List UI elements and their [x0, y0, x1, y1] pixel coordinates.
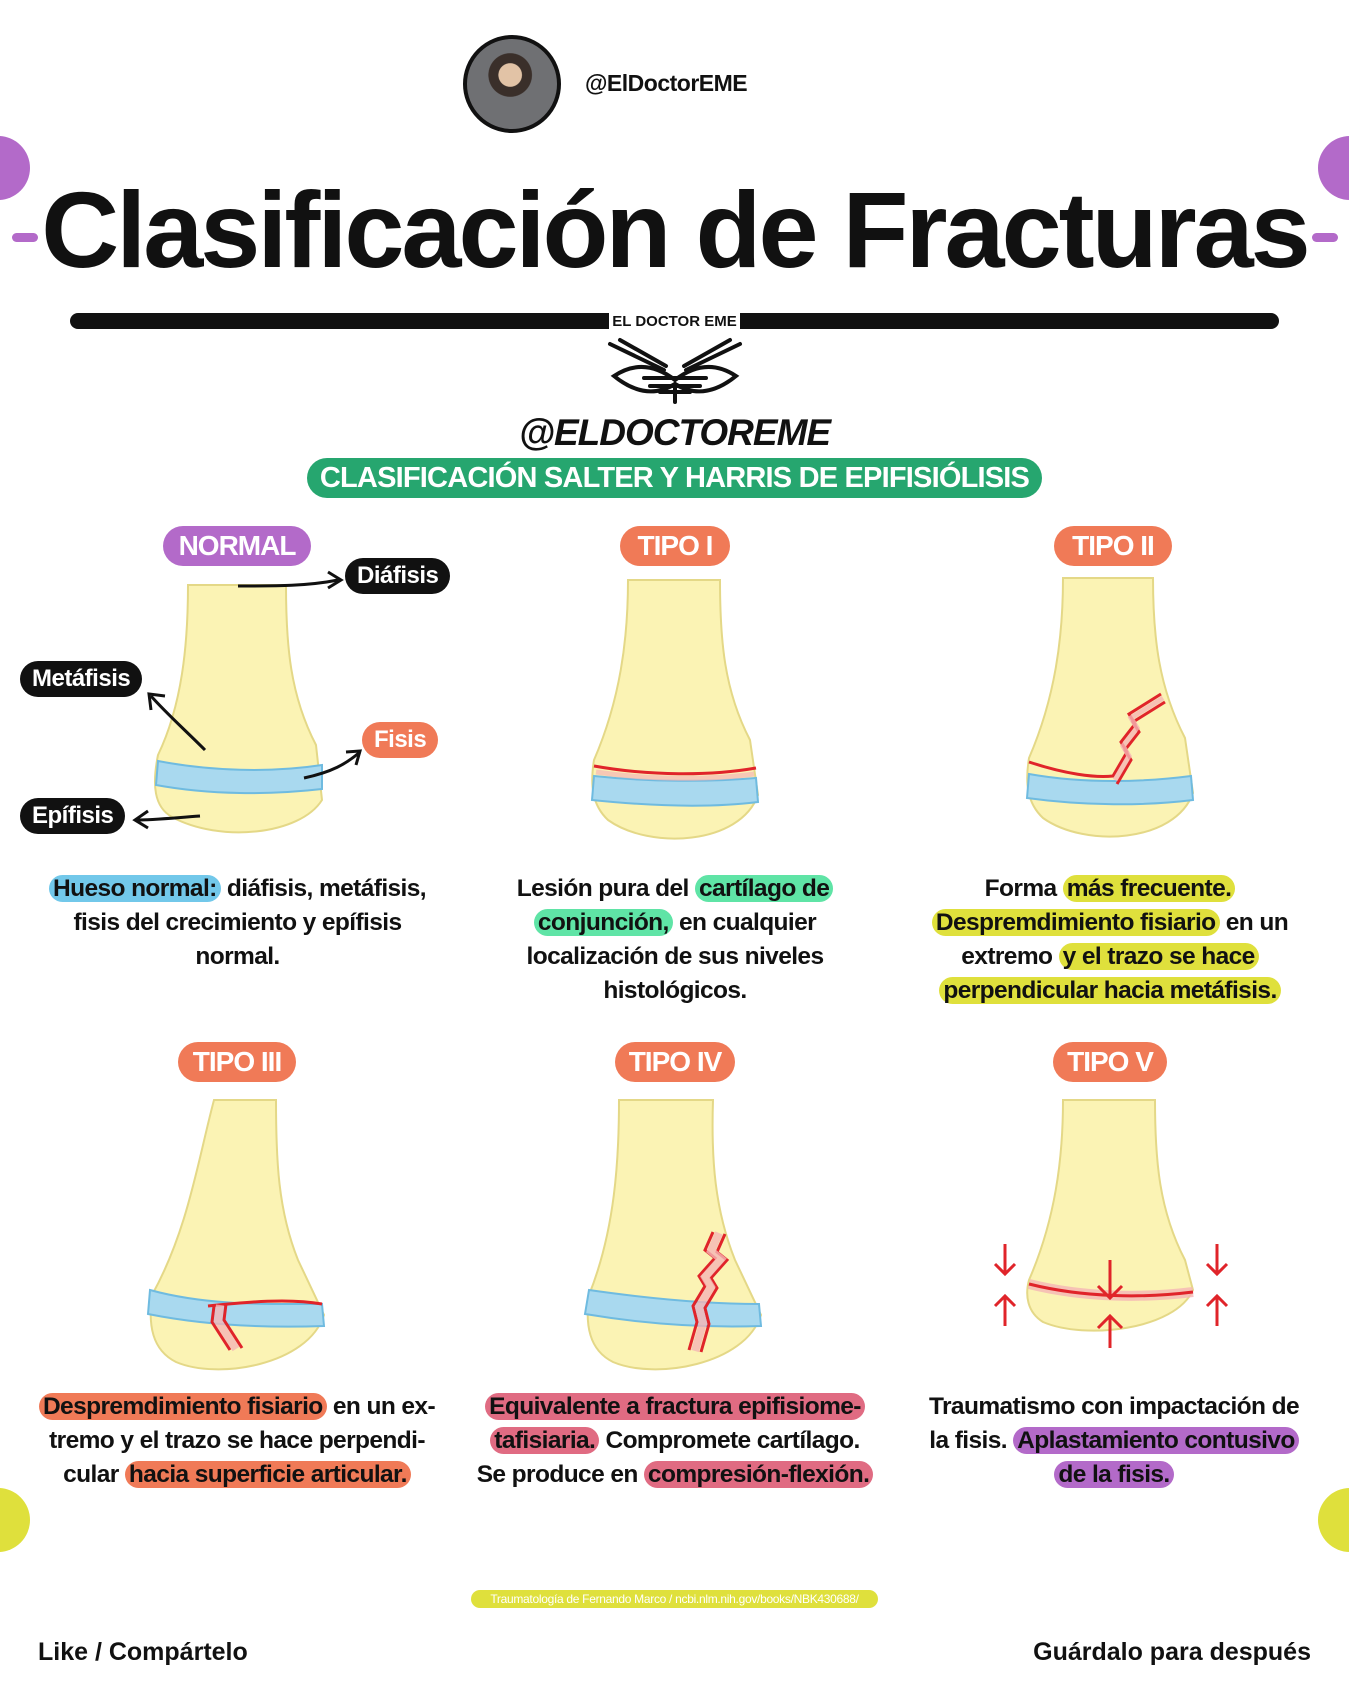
brand-logo-icon [608, 338, 742, 404]
brand-caption: EL DOCTOR EME [0, 313, 1349, 330]
desc-tipo2-t1: Forma [984, 875, 1063, 902]
label-tipo-4: TIPO IV [615, 1042, 735, 1082]
desc-tipo2-t2: en un [1219, 909, 1289, 936]
desc-tipo2-line1: Forma más frecuente. [905, 872, 1315, 906]
desc-normal-t1: diáfisis, metáfisis, [220, 875, 427, 902]
save-later-button[interactable]: Guárdalo para después [1033, 1638, 1311, 1666]
arrow-metafisis-icon [147, 692, 207, 752]
desc-tipo4-t2: Se produce en [476, 1461, 644, 1488]
desc-tipo5-t2: la fisis. [929, 1427, 1014, 1454]
bone-tipo3-illustration [146, 1099, 326, 1371]
desc-normal: Hueso normal: diáfisis, metáfisis, fisis… [30, 872, 445, 974]
label-normal: NORMAL [163, 526, 311, 566]
desc-tipo5-line3: de la fisis. [895, 1458, 1333, 1492]
desc-normal-line1: Hueso normal: diáfisis, metáfisis, [30, 872, 445, 906]
desc-tipo3-line1: Despremdimiento fisiario en un ex- [18, 1390, 456, 1424]
desc-tipo5-line2: la fisis. Aplastamiento contusivo [895, 1424, 1333, 1458]
desc-tipo2-line3: extremo y el trazo se hace [905, 940, 1315, 974]
desc-tipo1-line2: conjunción, en cualquier [470, 906, 880, 940]
desc-tipo4-line2: tafisiaria. Compromete cartílago. [456, 1424, 894, 1458]
desc-normal-line2: fisis del crecimiento y epífisis [73, 909, 402, 936]
desc-tipo2-hl4: perpendicular hacia metáfisis. [939, 977, 1281, 1004]
desc-tipo1-t1: Lesión pura del [516, 875, 695, 902]
desc-tipo3-line3: cular hacia superficie articular. [18, 1458, 456, 1492]
desc-tipo4-line3: Se produce en compresión-flexión. [456, 1458, 894, 1492]
decor-dot-bottom-left [0, 1488, 30, 1552]
desc-tipo1-hl2: conjunción, [533, 909, 673, 936]
desc-tipo3-t3: cular [63, 1461, 125, 1488]
desc-tipo4-hl1: Equivalente a fractura epifisiome- [485, 1393, 865, 1420]
desc-tipo1-line3: localización de sus niveles [526, 943, 825, 970]
desc-tipo4-t1: Compromete cartílago. [599, 1427, 860, 1454]
desc-tipo2-hl2: Despremdimiento fisiario [931, 909, 1220, 936]
desc-tipo-3: Despremdimiento fisiario en un ex- tremo… [18, 1390, 456, 1492]
avatar[interactable] [463, 35, 561, 133]
desc-tipo3-hl1: Despremdimiento fisiario [38, 1393, 327, 1420]
desc-normal-hl1: Hueso normal: [48, 875, 221, 902]
bone-tipo1-illustration [590, 579, 760, 840]
arrow-fisis-icon [303, 749, 363, 780]
desc-tipo2-hl3: y el trazo se hace [1058, 943, 1259, 970]
desc-tipo5-hl2: de la fisis. [1054, 1461, 1174, 1488]
desc-tipo2-line2: Despremdimiento fisiario en un [905, 906, 1315, 940]
desc-tipo1-t2: en cualquier [672, 909, 817, 936]
desc-tipo1-line1: Lesión pura del cartílago de [470, 872, 880, 906]
desc-tipo5-hl1: Aplastamiento contusivo [1013, 1427, 1299, 1454]
desc-tipo-2: Forma más frecuente. Despremdimiento fis… [905, 872, 1315, 1008]
desc-tipo1-hl1: cartílago de [694, 875, 834, 902]
desc-normal-line3: normal. [195, 943, 280, 970]
section-subtitle: CLASIFICACIÓN SALTER Y HARRIS DE EPIFISI… [307, 458, 1042, 498]
tag-diafisis: Diáfisis [345, 558, 451, 594]
page-title: Clasificación de Fracturas [41, 169, 1311, 290]
desc-tipo3-hl2: hacia superficie articular. [124, 1461, 411, 1488]
brand-caption-text: EL DOCTOR EME [609, 313, 740, 330]
arrow-diafisis-icon [238, 570, 344, 590]
compression-arrows-icon [993, 1244, 1229, 1348]
desc-tipo3-t1: en un ex- [326, 1393, 436, 1420]
label-tipo-5: TIPO V [1053, 1042, 1167, 1082]
desc-tipo-4: Equivalente a fractura epifisiome- tafis… [456, 1390, 894, 1492]
arrow-epifisis-icon [132, 809, 201, 830]
tag-epifisis: Epífisis [20, 798, 126, 834]
desc-tipo4-hl2: tafisiaria. [490, 1427, 600, 1454]
bone-tipo2-illustration [1025, 577, 1195, 838]
bone-normal-illustration [153, 584, 324, 834]
label-tipo-2: TIPO II [1054, 526, 1172, 566]
label-tipo-3: TIPO III [178, 1042, 296, 1082]
brand-handle: @ELDOCTOREME [518, 412, 831, 453]
tag-metafisis: Metáfisis [20, 661, 143, 697]
author-handle[interactable]: @ElDoctorEME [585, 70, 748, 96]
like-share-button[interactable]: Like / Compártelo [38, 1638, 248, 1666]
label-tipo-1: TIPO I [620, 526, 730, 566]
tag-fisis: Fisis [362, 722, 439, 758]
desc-tipo5-line1: Traumatismo con impactación de [928, 1393, 1300, 1420]
bone-tipo4-illustration [583, 1099, 763, 1371]
desc-tipo-5: Traumatismo con impactación de la fisis.… [895, 1390, 1333, 1492]
source-citation: Traumatología de Fernando Marco / ncbi.n… [471, 1590, 878, 1608]
desc-tipo3-line2: tremo y el trazo se hace perpendi- [49, 1427, 425, 1454]
desc-tipo4-hl3: compresión-flexión. [643, 1461, 874, 1488]
desc-tipo2-t3: extremo [961, 943, 1059, 970]
desc-tipo-1: Lesión pura del cartílago de conjunción,… [470, 872, 880, 1008]
desc-tipo2-hl1: más frecuente. [1062, 875, 1236, 902]
desc-tipo4-line1: Equivalente a fractura epifisiome- [456, 1390, 894, 1424]
title-dash-left [12, 233, 38, 242]
title-dash-right [1312, 233, 1338, 242]
desc-tipo1-line4: histológicos. [603, 977, 747, 1004]
decor-dot-bottom-right [1318, 1488, 1349, 1552]
desc-tipo2-line4: perpendicular hacia metáfisis. [905, 974, 1315, 1008]
